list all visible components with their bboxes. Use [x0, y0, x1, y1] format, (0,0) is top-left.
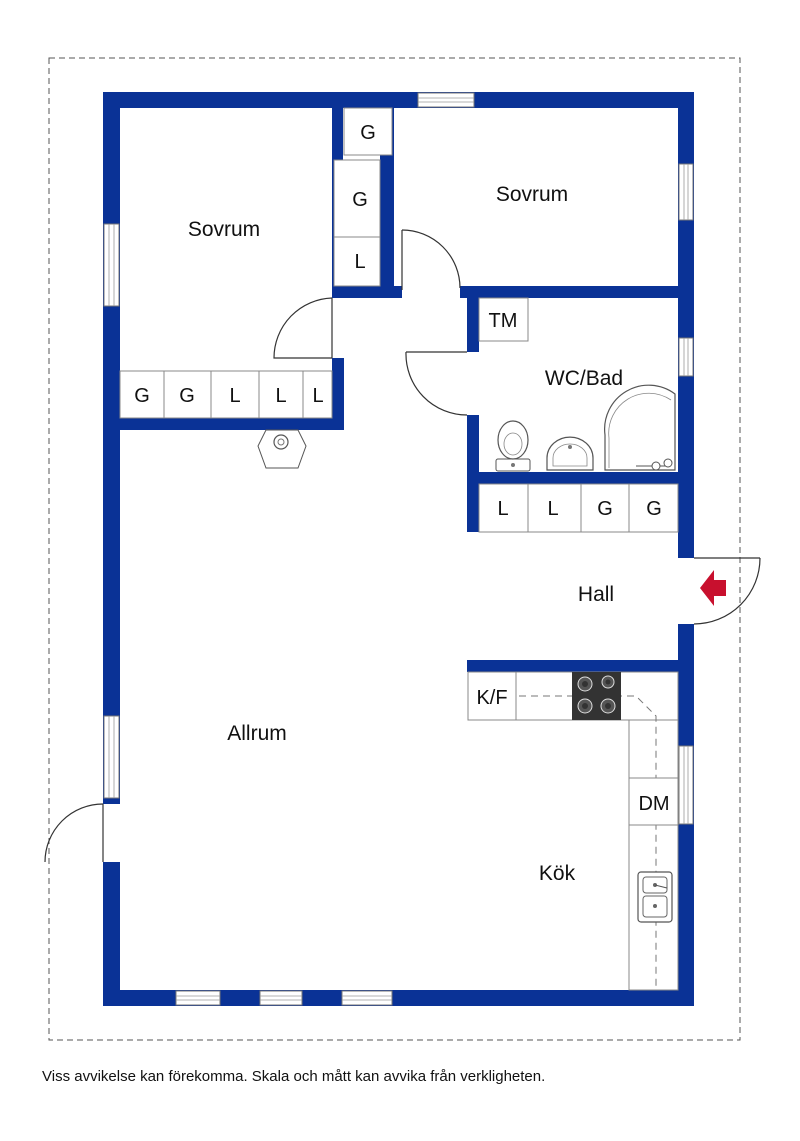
cabinet-label: G	[360, 122, 376, 144]
appliances: TM	[257, 297, 679, 991]
door-side-entrance	[44, 803, 104, 863]
room-label-living: Allrum	[227, 722, 287, 745]
window-right-kitchen	[678, 745, 694, 825]
fireplace-icon	[257, 429, 307, 469]
doors	[44, 229, 761, 863]
cabinet-label: L	[229, 385, 240, 407]
window-top	[417, 92, 475, 108]
window-bottom-1	[175, 990, 221, 1006]
room-label-bathroom: WC/Bad	[545, 367, 623, 390]
room-label-kitchen: Kök	[539, 862, 576, 885]
cabinet-label: G	[179, 385, 195, 407]
cabinet-label: L	[312, 385, 323, 407]
shower-icon	[604, 384, 676, 471]
washing-machine-label: TM	[489, 310, 518, 332]
cabinet-label: L	[547, 498, 558, 520]
window-left-lower	[103, 715, 120, 799]
storage-cabinets: G G L G G L L L L L G G	[119, 107, 679, 533]
dishwasher-label: DM	[638, 793, 669, 815]
room-label-hall: Hall	[578, 583, 614, 606]
cabinet-label: G	[352, 189, 368, 211]
washbasin-icon	[546, 436, 594, 471]
door-bedroom-left	[273, 297, 333, 359]
door-entrance	[693, 557, 761, 625]
fridge-freezer-label: K/F	[476, 687, 507, 709]
stove-icon	[572, 672, 621, 720]
disclaimer-text: Viss avvikelse kan förekomma. Skala och …	[42, 1068, 546, 1085]
windows	[103, 92, 694, 1006]
room-label-bedroom-right: Sovrum	[496, 183, 568, 206]
property-boundary	[48, 57, 741, 1041]
door-bathroom	[405, 351, 468, 416]
cabinet-label: L	[497, 498, 508, 520]
cabinet-label: G	[646, 498, 662, 520]
toilet-icon	[495, 420, 531, 472]
entrance-arrow-icon	[700, 570, 726, 606]
cabinet-label: L	[275, 385, 286, 407]
sink-icon	[637, 871, 673, 923]
room-label-bedroom-left: Sovrum	[188, 218, 260, 241]
cabinet-label: G	[597, 498, 613, 520]
cabinet-label: G	[134, 385, 150, 407]
window-right-bedroom	[678, 163, 694, 221]
window-bottom-2	[259, 990, 303, 1006]
cabinet-label: L	[354, 251, 365, 273]
window-left-upper	[103, 223, 120, 307]
window-right-bath	[678, 337, 694, 377]
door-bedroom-right	[401, 229, 461, 290]
room-labels: Sovrum Sovrum WC/Bad Hall Allrum Kök	[188, 183, 623, 885]
window-bottom-3	[341, 990, 393, 1006]
